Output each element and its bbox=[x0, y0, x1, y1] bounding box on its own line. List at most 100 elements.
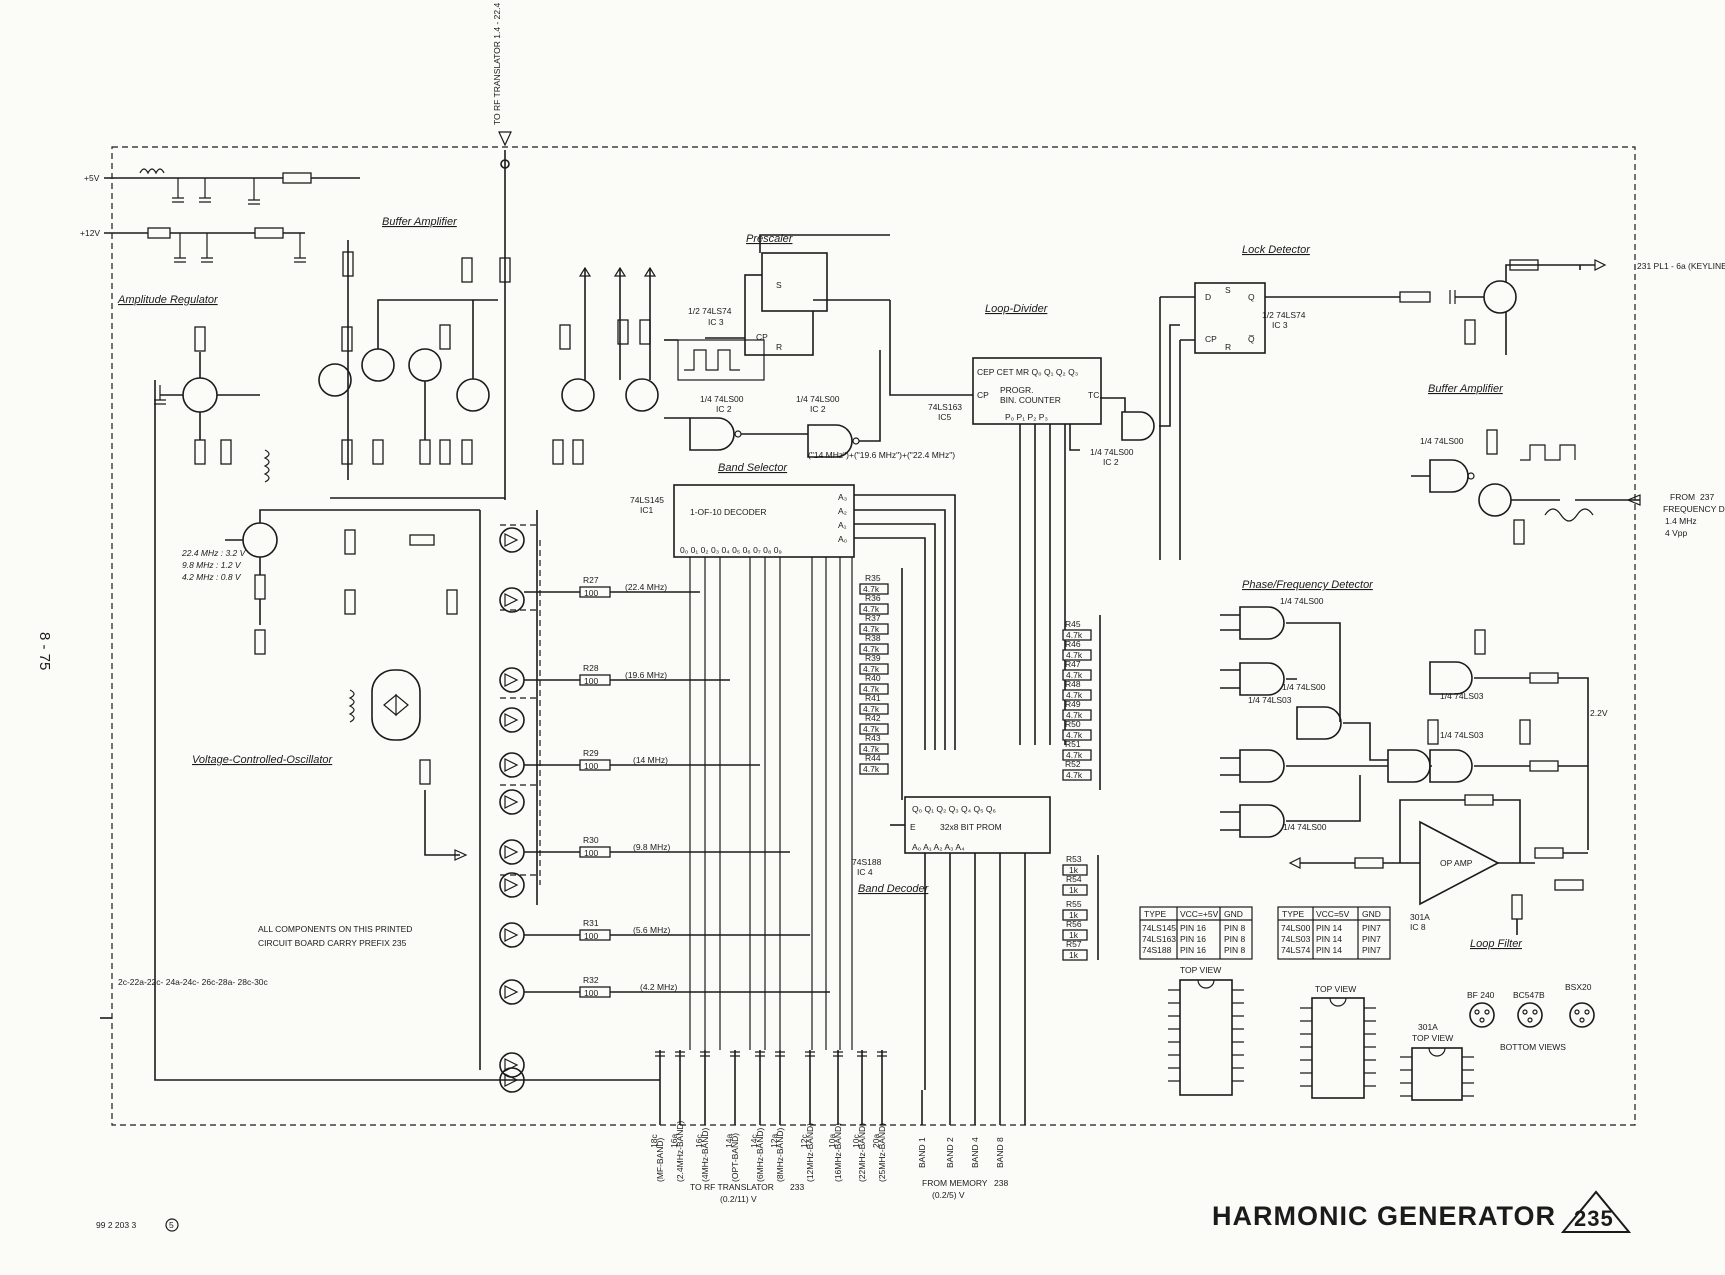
ic6-type-2: 1/4 74LS00 bbox=[1282, 682, 1326, 692]
ic2c-gate bbox=[1121, 411, 1155, 441]
r49: R49 bbox=[1065, 699, 1081, 709]
loop-divider-label: Loop-Divider bbox=[985, 303, 1049, 315]
pullups-r35-r44: R35 R36 R37 R38 R39 R40 R41 R42 R43 R44 … bbox=[689, 557, 903, 1050]
r48-val: 4.7k bbox=[1066, 690, 1083, 700]
ic2a-type: 1/4 74LS00 bbox=[700, 394, 744, 404]
svg-text:A₂: A₂ bbox=[838, 506, 847, 516]
vco-level-2: 9.8 MHz : 1.2 V bbox=[182, 560, 242, 570]
ground-pins: 2c-22a-22c- 24a-24c- 26c-28a- 28c-30c bbox=[118, 977, 269, 987]
vco-level-1: 22.4 MHz : 3.2 V bbox=[181, 548, 247, 558]
svg-text:2.2V: 2.2V bbox=[1590, 708, 1608, 718]
r30-value: 100 bbox=[584, 848, 598, 858]
ic8-func: OP AMP bbox=[1440, 858, 1473, 868]
ic2b-type: 1/4 74LS00 bbox=[796, 394, 840, 404]
t2-r0c1: PIN 14 bbox=[1316, 923, 1342, 933]
vco-label: Voltage-Controlled-Oscillator bbox=[192, 754, 334, 766]
band-pin-0: 18c bbox=[649, 1134, 659, 1148]
r45-val: 4.7k bbox=[1066, 630, 1083, 640]
freq-22-4: (22.4 MHz) bbox=[625, 582, 667, 592]
ic2b-gate bbox=[807, 424, 853, 458]
r40-val: 4.7k bbox=[863, 684, 880, 694]
band-label-8: (22MHz-BAND) bbox=[857, 1123, 867, 1182]
freq-9-8: (9.8 MHz) bbox=[633, 842, 670, 852]
to-rf-translator-ref: 233 bbox=[790, 1182, 804, 1192]
ic2a-ref: IC 2 bbox=[716, 404, 732, 414]
ic8-ref: IC 8 bbox=[1410, 922, 1426, 932]
t2-r0c0: 74LS00 bbox=[1281, 923, 1311, 933]
ic5-func-2: BIN. COUNTER bbox=[1000, 395, 1061, 405]
r41: R41 bbox=[865, 693, 881, 703]
t2-r1c0: 74LS03 bbox=[1281, 934, 1311, 944]
ic4-func: 32x8 BIT PROM bbox=[940, 822, 1002, 832]
t2-r1c1: PIN 14 bbox=[1316, 934, 1342, 944]
t1-h1: VCC=+5V bbox=[1180, 909, 1219, 919]
band-selector-label: Band Selector bbox=[718, 462, 788, 474]
svg-text:S: S bbox=[1225, 285, 1231, 295]
ic2b-ref: IC 2 bbox=[810, 404, 826, 414]
r56: R56 bbox=[1066, 919, 1082, 929]
freq-in-amplitude: 4 Vpp bbox=[1665, 528, 1687, 538]
svg-text:0₀ 0₁ 0₂ 0₃ 0₄ 0₅ 0₆ 0₇ 0₈: 0₀ 0₁ 0₂ 0₃ 0₄ 0₅ 0₆ 0₇ 0₈ 0₉ bbox=[680, 545, 782, 555]
ic2c-ref: IC 2 bbox=[1103, 457, 1119, 467]
ic1-func: 1-OF-10 DECODER bbox=[690, 507, 767, 517]
r43-val: 4.7k bbox=[863, 744, 880, 754]
r42-val: 4.7k bbox=[863, 724, 880, 734]
t1-r1c2: PIN 8 bbox=[1224, 934, 1246, 944]
lock-detector-label: Lock Detector bbox=[1242, 244, 1311, 256]
ic4-prom bbox=[904, 796, 1051, 854]
ic8-type: 301A bbox=[1410, 912, 1430, 922]
r28-value: 100 bbox=[584, 676, 598, 686]
r37-val: 4.7k bbox=[863, 624, 880, 634]
ic5-ref: IC5 bbox=[938, 412, 952, 422]
from-memory: FROM MEMORY bbox=[922, 1178, 988, 1188]
prefix-note-1: ALL COMPONENTS ON THIS PRINTED bbox=[258, 924, 412, 934]
pullups-r45-r52: R45 R46 R47 R48 R49 R50 R51 R52 4.7k 4.7… bbox=[1062, 615, 1101, 790]
r44: R44 bbox=[865, 753, 881, 763]
freq-in-dividers: FREQUENCY DIVIDERS bbox=[1663, 504, 1725, 514]
band-pin-6: 12c bbox=[799, 1134, 809, 1148]
ic1-decoder bbox=[673, 484, 855, 558]
r41-val: 4.7k bbox=[863, 704, 880, 714]
bottom-views: BOTTOM VIEWS bbox=[1500, 1042, 1566, 1052]
svg-text:CP: CP bbox=[1205, 334, 1217, 344]
r48: R48 bbox=[1065, 679, 1081, 689]
band-switch-diodes bbox=[479, 510, 580, 1093]
band-code-0: BAND 1 bbox=[917, 1137, 927, 1168]
t1-h0: TYPE bbox=[1144, 909, 1167, 919]
title: HARMONIC GENERATOR bbox=[1212, 1201, 1556, 1231]
ic3b-ref: IC 3 bbox=[1272, 320, 1288, 330]
t1-r1c0: 74LS163 bbox=[1142, 934, 1176, 944]
pkg-bc547b: BC547B bbox=[1513, 990, 1545, 1000]
ic5-type: 74LS163 bbox=[928, 402, 962, 412]
band-pin-5: 12a bbox=[769, 1134, 779, 1148]
tr6-tr7 bbox=[552, 266, 659, 465]
band-selector-block: Band Selector 74LS145 IC1 1-OF-10 DECODE… bbox=[630, 462, 956, 750]
svg-text:A₀ A₁ A₂ A₃ A₄: A₀ A₁ A₂ A₃ A₄ bbox=[912, 842, 965, 852]
svg-text:S: S bbox=[776, 280, 782, 290]
vco-block: Voltage-Controlled-Oscillator 22.4 MHz :… bbox=[181, 449, 480, 861]
r56-val: 1k bbox=[1069, 930, 1079, 940]
from-memory-ref: 238 bbox=[994, 1178, 1008, 1188]
pinout-table-1: TYPE VCC=+5V GND 74LS145 PIN 16 PIN 8 74… bbox=[1139, 906, 1253, 960]
freq-in-ref: 237 bbox=[1700, 492, 1714, 502]
ic3a-ref: IC 3 bbox=[708, 317, 724, 327]
band-label-5: (8MHz-BAND) bbox=[775, 1128, 785, 1182]
svg-text:A₃: A₃ bbox=[838, 492, 847, 502]
ic7-type-3: 1/4 74LS03 bbox=[1440, 730, 1484, 740]
top-view-3: TOP VIEW bbox=[1412, 1033, 1453, 1043]
ic3a-type: 1/2 74LS74 bbox=[688, 306, 732, 316]
svg-text:A₁: A₁ bbox=[838, 520, 847, 530]
r55: R55 bbox=[1066, 899, 1082, 909]
r51: R51 bbox=[1065, 739, 1081, 749]
svg-text:CP: CP bbox=[756, 332, 768, 342]
ic7-type-2: 1/4 74LS03 bbox=[1440, 691, 1484, 701]
svg-text:Q̅: Q̅ bbox=[1248, 334, 1255, 344]
r54: R54 bbox=[1066, 874, 1082, 884]
doc-revision: 5 bbox=[169, 1220, 174, 1230]
t1-r2c1: PIN 16 bbox=[1180, 945, 1206, 955]
ic4-ref: IC 4 bbox=[857, 867, 873, 877]
pwr-5v-label: +5V bbox=[84, 173, 100, 183]
t1-r0c1: PIN 16 bbox=[1180, 923, 1206, 933]
r29: R29 bbox=[583, 748, 599, 758]
pinout-table-2: TYPE VCC=5V GND 74LS00 PIN 14 PIN7 74LS0… bbox=[1277, 906, 1391, 960]
